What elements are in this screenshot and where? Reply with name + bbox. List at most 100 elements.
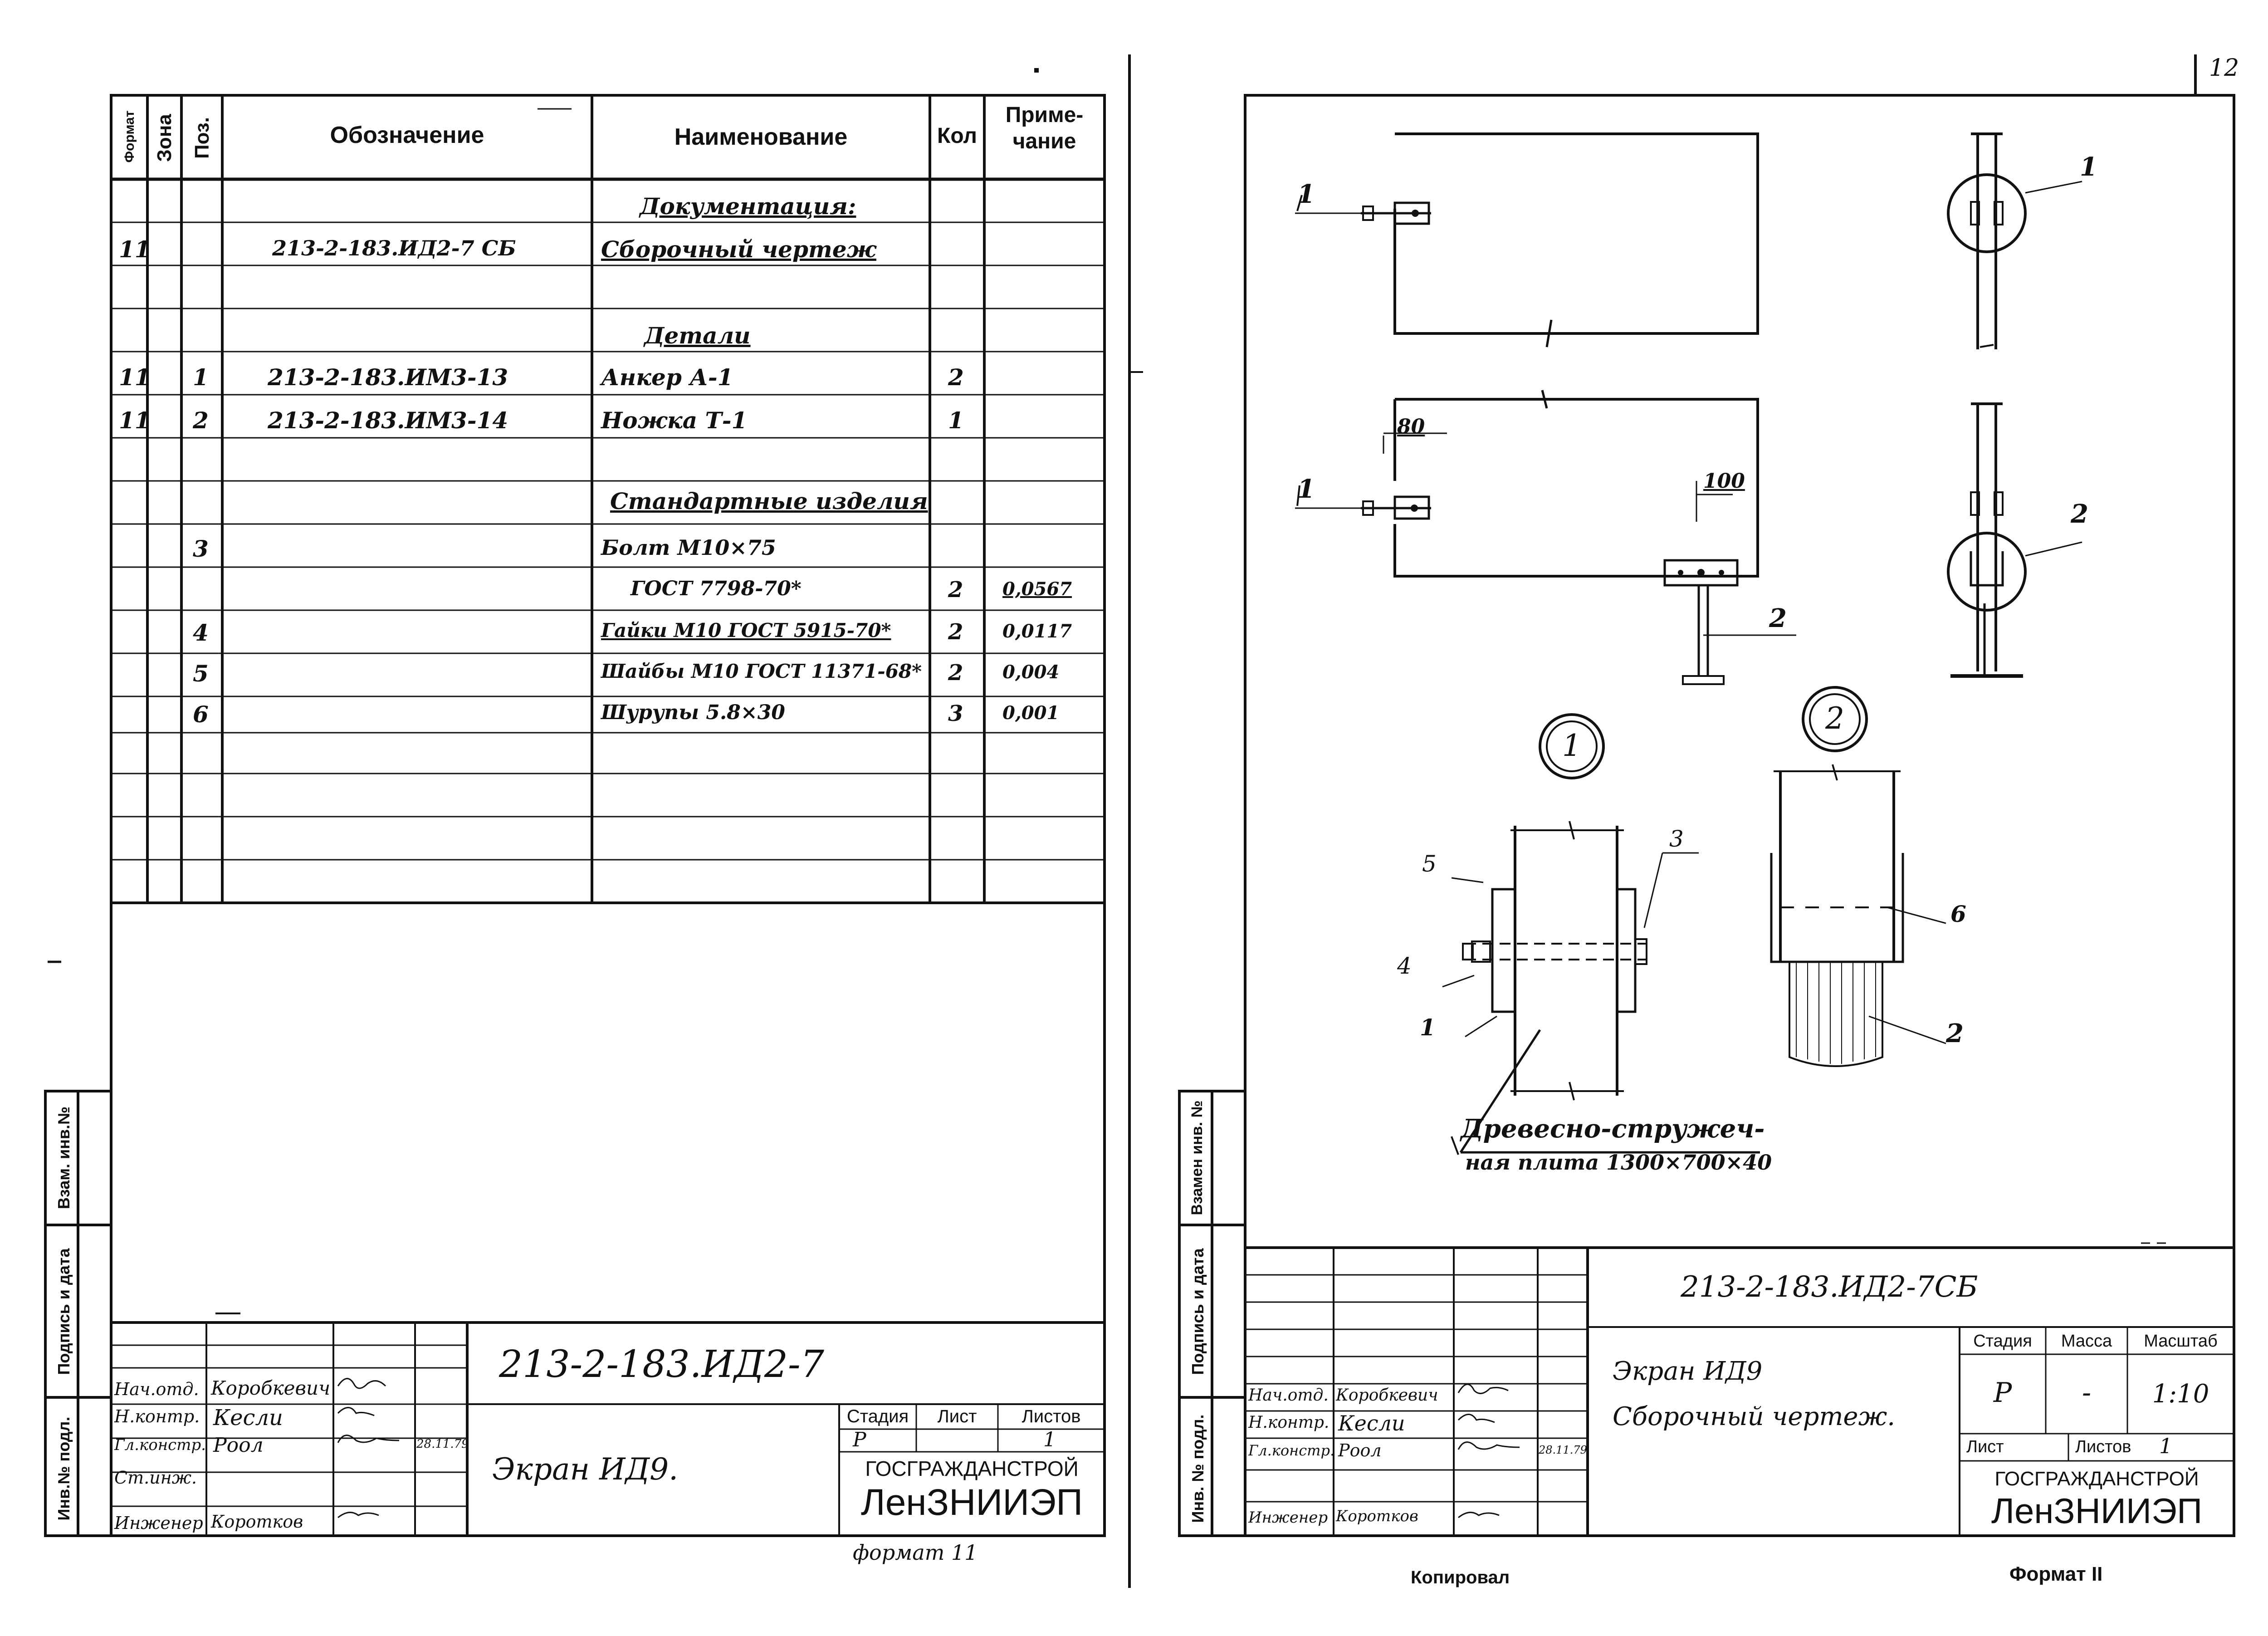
right-stamp-date-2: 28.11.79 [1539,1444,1587,1456]
detail-1-label: 1 [1562,728,1581,763]
right-stamp-name-2: Роол [1338,1440,1382,1460]
spec-row-8-name: Болт М10×75 [601,535,776,560]
right-stamp-org1: ГОСГРАЖДАНСТРОЙ [1994,1468,2199,1490]
signature-mark [337,1512,379,1518]
signature-mark [337,1378,386,1389]
right-stamp-role-5: Инженер [1248,1509,1328,1527]
format-label: Формат II [2009,1563,2103,1585]
spec-header-name: Наименование [674,124,848,150]
spec-row-1-designation: 213-2-183.ИД2-7 СБ [272,236,516,260]
material-line-1: Древесно-стружеч- [1461,1114,1765,1144]
spec-row-12-note: 0,001 [1002,702,1060,724]
right-stamp-sheets-label: Листов [2075,1437,2131,1456]
right-stamp-mass: - [2082,1377,2092,1409]
right-stamp-stage-label: Стадия [1973,1332,2032,1351]
left-stamp-role-1: Н.контр. [114,1406,200,1426]
right-sheet-frame [1244,94,2235,1537]
spec-row-5-name: Ножка Т-1 [601,407,748,434]
signature-mark [1457,1441,1520,1450]
left-stamp-sheets-label: Листов [1022,1406,1081,1426]
left-stamp-sheets: 1 [1043,1428,1056,1451]
right-stamp-name-0: Коробкевич [1336,1386,1438,1405]
left-stamp-org2: ЛенЗНИИЭП [860,1482,1083,1523]
screen-front-view [1295,390,1796,685]
signature-mark [337,1435,400,1443]
right-stamp-mass-label: Масса [2061,1332,2112,1351]
right-stamp-role-0: Нач.отд. [1248,1386,1329,1405]
detail-2-label: 2 [1825,701,1844,736]
right-stamp-name-1: Кесли [1338,1411,1405,1435]
spec-row-5-pos: 2 [193,407,209,434]
spec-row-4-format: 11 [119,364,151,391]
spec-row-1-name: Сборочный чертеж [601,236,876,263]
dim-80: 80 [1397,415,1425,438]
spec-row-9-note: 0,0567 [1002,578,1072,600]
spec-header-designation: Обозначение [330,122,484,148]
right-stamp-role-1: Н.контр. [1248,1413,1330,1432]
left-stamp-role-5: Инженер [114,1513,203,1533]
callout-2-leg: 2 [1769,603,1787,633]
callout-1-front: 1 [1297,474,1315,504]
spec-row-4-pos: 1 [193,364,209,391]
spec-row-12-pos: 6 [193,701,209,728]
right-stamp-stage: Р [1993,1377,2012,1409]
callout-5: 5 [1422,851,1437,877]
callout-3: 3 [1669,826,1684,852]
spec-row-10-qty: 2 [948,619,963,645]
right-stamp-org2: ЛенЗНИИЭП [1991,1491,2203,1531]
page-number: 12 [2209,54,2239,82]
spec-header-note: Приме- чание [1005,103,1084,153]
left-stamp-org1: ГОСГРАЖДАНСТРОЙ [865,1457,1079,1480]
callout-1-top: 1 [1297,179,1315,209]
right-stamp-scale-label: Масштаб [2144,1332,2218,1351]
callout-1-detail: 1 [1420,1014,1436,1041]
spec-row-9-name: ГОСТ 7798-70* [631,577,802,600]
copied-label: Копировал [1411,1567,1510,1587]
right-stamp-sheets: 1 [2159,1434,2173,1458]
detail-2-view [1770,686,1946,1067]
spec-row-12-qty: 3 [948,701,963,726]
callout-6: 6 [1950,901,1966,927]
spec-row-10-note: 0,0117 [1002,621,1072,642]
signature-mark [337,1407,375,1416]
left-stamp-title: Экран ИД9. [492,1452,679,1487]
spec-row-4-designation: 213-2-183.ИМ3-13 [268,364,508,391]
signature-mark [1458,1512,1500,1518]
screen-top-side-view [1947,132,2082,349]
spec-row-11-pos: 5 [193,660,209,687]
left-stamp-role-3: Ст.инж. [114,1468,197,1488]
right-stamp-role-2: Гл.констр. [1248,1442,1335,1459]
left-stamp-role-0: Нач.отд. [114,1379,199,1399]
right-stamp-sheet-label: Лист [1966,1437,2004,1456]
dim-100: 100 [1703,470,1745,493]
left-sheet-frame [110,94,1106,1537]
spec-row-3-name: Детали [644,322,751,349]
left-stamp-name-0: Коробкевич [211,1377,331,1399]
screen-front-side-view [1947,402,2082,678]
left-stamp-name-1: Кесли [213,1405,283,1430]
right-stamp-title-1: Экран ИД9 [1613,1357,1763,1386]
left-stamp-stage: Р [853,1428,866,1451]
signature-mark [1457,1383,1509,1394]
left-stamp-date-2: 28.11.79 [416,1437,469,1451]
left-stamp-stage-label: Стадия [846,1406,909,1426]
screen-top-view [1295,132,1759,348]
callout-1-side: 1 [2080,152,2097,182]
spec-row-5-qty: 1 [948,407,964,434]
left-stamp-name-2: Роол [213,1434,264,1457]
right-stamp-scale: 1:10 [2152,1379,2209,1409]
spec-row-4-qty: 2 [948,364,964,391]
spec-row-12-name: Шурупы 5.8×30 [601,701,785,724]
callout-4: 4 [1397,953,1412,979]
spec-row-4-name: Анкер А-1 [601,364,733,391]
right-stamp-code: 213-2-183.ИД2-7СБ [1681,1270,1978,1304]
spec-row-8-pos: 3 [193,535,209,562]
left-stamp-role-2: Гл.констр. [114,1436,206,1454]
spec-row-11-name: Шайбы М10 ГОСТ 11371-68* [601,660,922,682]
material-line-2: ная плита 1300×700×40 [1465,1150,1772,1175]
spec-row-5-format: 11 [119,407,151,434]
spec-header-qty: Кол [937,124,977,148]
